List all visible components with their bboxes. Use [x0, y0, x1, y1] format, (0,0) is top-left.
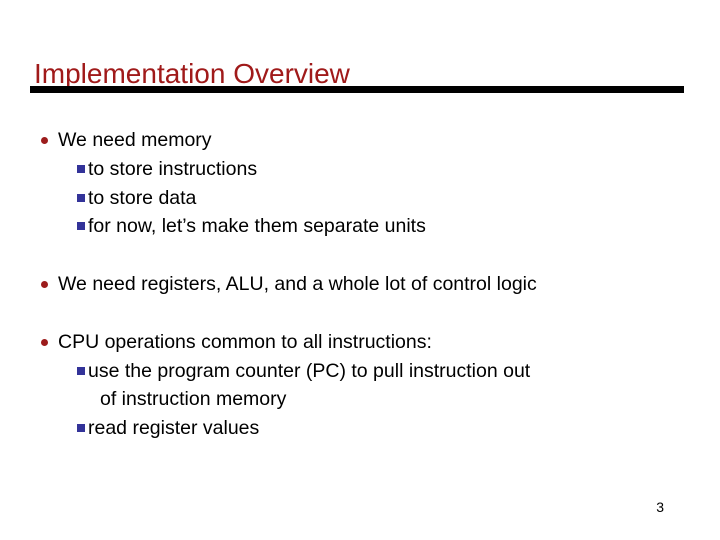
bullet-level2-label: use the program counter (PC) to pull ins… — [88, 359, 531, 382]
bullet-level2-item: read register values — [30, 414, 690, 443]
bullet-level2-item: for now, let’s make them separate units — [30, 212, 690, 241]
round-bullet-icon — [41, 280, 48, 288]
bullet-level1-label: CPU operations common to all instruction… — [58, 330, 432, 353]
slide-body: We need memory to store instructions to … — [30, 126, 690, 442]
bullet-level1-label: We need registers, ALU, and a whole lot … — [58, 272, 537, 295]
bullet-level2-item: use the program counter (PC) to pull ins… — [30, 357, 690, 386]
bullet-level1-item: We need memory — [30, 126, 690, 155]
bullet-level1-item: We need registers, ALU, and a whole lot … — [30, 270, 690, 299]
page-title: Implementation Overview — [34, 57, 350, 89]
bullet-block: CPU operations common to all instruction… — [30, 328, 690, 443]
square-bullet-icon — [77, 193, 85, 202]
round-bullet-icon — [41, 338, 48, 346]
bullet-level1-label: We need memory — [58, 129, 212, 151]
bullet-level2-label: read register values — [88, 416, 260, 439]
block-spacer — [30, 241, 690, 270]
page-number: 3 — [656, 499, 664, 515]
square-bullet-icon — [77, 165, 85, 173]
square-bullet-icon — [77, 366, 85, 375]
bullet-level2-continuation: of instruction memory — [30, 385, 690, 414]
bullet-level2-label: of instruction memory — [100, 388, 287, 410]
bullet-level2-label: to store instructions — [88, 158, 258, 180]
round-bullet-icon — [41, 137, 48, 144]
square-bullet-icon — [77, 423, 85, 432]
bullet-level2-item: to store data — [30, 184, 690, 213]
bullet-block: We need registers, ALU, and a whole lot … — [30, 270, 690, 299]
bullet-level1-item: CPU operations common to all instruction… — [30, 328, 690, 357]
block-spacer — [30, 299, 690, 328]
bullet-block: We need memory to store instructions to … — [30, 126, 690, 241]
bullet-level2-item: to store instructions — [30, 155, 690, 184]
bullet-level2-label: for now, let’s make them separate units — [88, 215, 426, 237]
square-bullet-icon — [77, 222, 85, 230]
title-divider-rule — [30, 86, 684, 93]
bullet-level2-label: to store data — [88, 186, 197, 209]
